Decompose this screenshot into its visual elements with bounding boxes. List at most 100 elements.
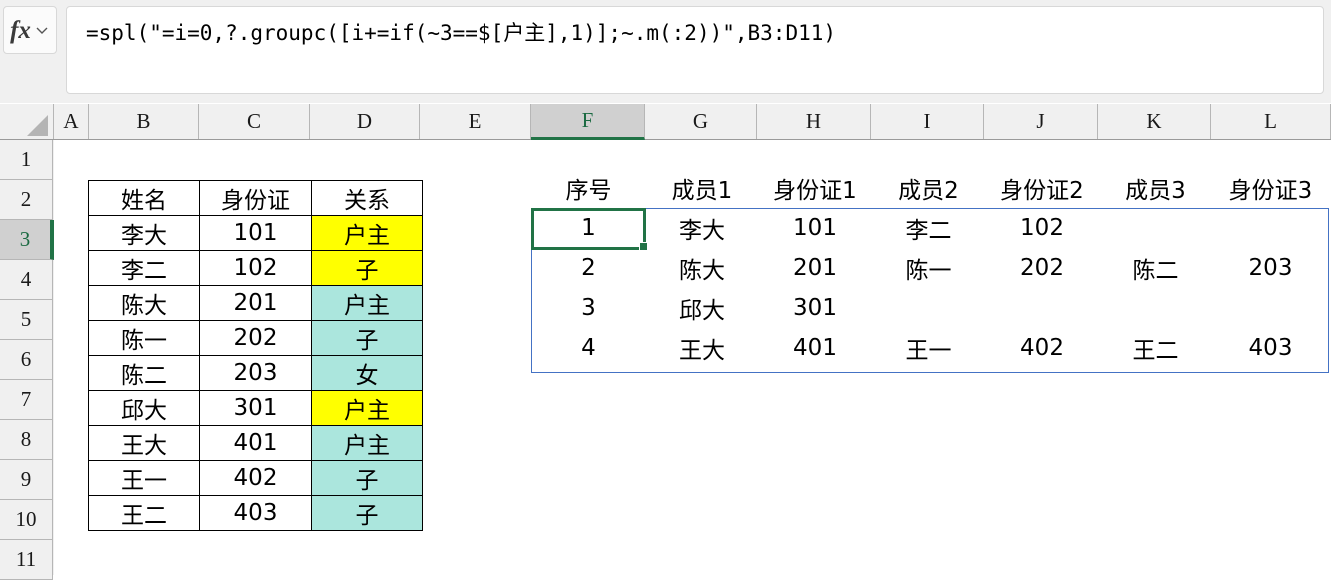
row-header-5[interactable]: 5 xyxy=(0,300,53,340)
result-header-m2[interactable]: 成员2 xyxy=(898,178,959,204)
result-cell-id2[interactable]: 202 xyxy=(1020,255,1064,281)
row-header-3[interactable]: 3 xyxy=(0,220,54,260)
result-header-id3[interactable]: 身份证3 xyxy=(1228,178,1313,204)
row-header-6[interactable]: 6 xyxy=(0,340,53,380)
result-cell-id1[interactable]: 101 xyxy=(793,215,837,241)
row-header-11[interactable]: 11 xyxy=(0,540,53,580)
source-cell-id[interactable]: 202 xyxy=(199,320,312,356)
result-table: 序号 成员1 身份证1 成员2 身份证2 成员3 身份证3 1 李大 101 李… xyxy=(531,168,1329,368)
row-header-10[interactable]: 10 xyxy=(0,500,53,540)
source-cell-relation[interactable]: 户主 xyxy=(311,390,423,426)
result-cell-seq[interactable]: 2 xyxy=(581,255,596,281)
source-cell-id[interactable]: 101 xyxy=(199,215,312,251)
source-cell-relation[interactable]: 户主 xyxy=(311,425,423,461)
result-header-id1[interactable]: 身份证1 xyxy=(773,178,857,204)
result-cell-m3[interactable]: 王二 xyxy=(1132,338,1179,364)
result-header-m3[interactable]: 成员3 xyxy=(1125,178,1186,204)
source-cell-name[interactable]: 陈大 xyxy=(88,285,200,321)
result-cell-id3[interactable]: 203 xyxy=(1248,255,1293,281)
row-header-4[interactable]: 4 xyxy=(0,260,53,300)
formula-input[interactable]: =spl("=i=0,?.groupc([i+=if(~3==$[户主],1)]… xyxy=(66,6,1324,94)
source-cell-id[interactable]: 201 xyxy=(199,285,312,321)
chevron-down-icon[interactable] xyxy=(34,22,50,38)
result-cell-id1[interactable]: 401 xyxy=(793,335,837,361)
column-header-J[interactable]: J xyxy=(984,104,1098,139)
source-cell-relation[interactable]: 子 xyxy=(311,495,423,531)
source-cell-id[interactable]: 301 xyxy=(199,390,312,426)
column-header-E[interactable]: E xyxy=(420,104,531,139)
column-header-A[interactable]: A xyxy=(54,104,89,139)
insert-function-button[interactable]: fx xyxy=(3,6,57,54)
result-cell-m1[interactable]: 王大 xyxy=(679,338,725,364)
table-row: 王大 401 户主 xyxy=(88,425,423,461)
row-header-1[interactable]: 1 xyxy=(0,140,53,180)
result-cell-m2[interactable]: 李二 xyxy=(905,218,952,244)
source-cell-id[interactable]: 203 xyxy=(199,355,312,391)
column-header-B[interactable]: B xyxy=(89,104,199,139)
column-header-F[interactable]: F xyxy=(531,104,645,140)
result-cell-m1[interactable]: 李大 xyxy=(679,218,725,244)
row-header-2[interactable]: 2 xyxy=(0,180,53,220)
source-cell-name[interactable]: 陈二 xyxy=(88,355,200,391)
result-header-id2[interactable]: 身份证2 xyxy=(1000,178,1084,204)
result-cell-m3[interactable]: 陈二 xyxy=(1132,258,1179,284)
source-header-name[interactable]: 姓名 xyxy=(88,180,200,216)
result-cell-id3[interactable]: 403 xyxy=(1248,335,1293,361)
fill-handle[interactable] xyxy=(639,242,648,251)
column-header-K[interactable]: K xyxy=(1098,104,1211,139)
result-cell-id3[interactable] xyxy=(1212,208,1329,248)
source-header-relation[interactable]: 关系 xyxy=(311,180,423,216)
source-cell-id[interactable]: 403 xyxy=(199,495,312,531)
table-row: 邱大 301 户主 xyxy=(88,390,423,426)
column-header-D[interactable]: D xyxy=(310,104,420,139)
result-cell-m2[interactable]: 陈一 xyxy=(905,258,952,284)
column-header-H[interactable]: H xyxy=(757,104,871,139)
result-cell-seq[interactable]: 4 xyxy=(581,335,596,361)
table-row: 1 李大 101 李二 102 xyxy=(531,208,1329,248)
result-cell-m2[interactable]: 王一 xyxy=(905,338,952,364)
table-row: 3 邱大 301 xyxy=(531,288,1329,328)
source-cell-relation[interactable]: 女 xyxy=(311,355,423,391)
column-header-I[interactable]: I xyxy=(871,104,984,139)
source-header-id[interactable]: 身份证 xyxy=(199,180,312,216)
source-cell-name[interactable]: 王二 xyxy=(88,495,200,531)
result-cell-id2[interactable] xyxy=(985,288,1099,328)
source-cell-relation[interactable]: 子 xyxy=(311,320,423,356)
source-cell-relation[interactable]: 户主 xyxy=(311,285,423,321)
column-header-L[interactable]: L xyxy=(1211,104,1331,139)
result-cell-id2[interactable]: 402 xyxy=(1020,335,1064,361)
row-header-9[interactable]: 9 xyxy=(0,460,53,500)
result-cell-m2[interactable] xyxy=(872,288,985,328)
select-all-corner[interactable] xyxy=(0,104,54,139)
result-cell-m3[interactable] xyxy=(1099,208,1212,248)
source-cell-name[interactable]: 邱大 xyxy=(88,390,200,426)
source-cell-name[interactable]: 王一 xyxy=(88,460,200,496)
source-cell-id[interactable]: 401 xyxy=(199,425,312,461)
result-cell-id2[interactable]: 102 xyxy=(1020,215,1064,241)
result-cell-m1[interactable]: 邱大 xyxy=(679,298,725,324)
source-cell-relation[interactable]: 户主 xyxy=(311,215,423,251)
result-cell-m1[interactable]: 陈大 xyxy=(679,258,725,284)
result-cell-seq[interactable]: 3 xyxy=(581,295,596,321)
source-cell-name[interactable]: 李大 xyxy=(88,215,200,251)
result-cell-m3[interactable] xyxy=(1099,288,1212,328)
column-header-G[interactable]: G xyxy=(645,104,757,139)
result-cell-id3[interactable] xyxy=(1212,288,1329,328)
column-header-C[interactable]: C xyxy=(199,104,310,139)
source-cell-name[interactable]: 陈一 xyxy=(88,320,200,356)
source-cell-relation[interactable]: 子 xyxy=(311,460,423,496)
source-cell-name[interactable]: 李二 xyxy=(88,250,200,286)
spill-range-border xyxy=(531,208,1329,373)
row-header-8[interactable]: 8 xyxy=(0,420,53,460)
column-header-strip: A B C D E F G H I J K L xyxy=(0,104,1331,140)
row-header-7[interactable]: 7 xyxy=(0,380,53,420)
result-header-m1[interactable]: 成员1 xyxy=(671,178,733,204)
result-cell-seq[interactable]: 1 xyxy=(581,215,596,241)
source-cell-id[interactable]: 102 xyxy=(199,250,312,286)
source-cell-relation[interactable]: 子 xyxy=(311,250,423,286)
source-cell-name[interactable]: 王大 xyxy=(88,425,200,461)
result-header-seq[interactable]: 序号 xyxy=(565,178,612,204)
result-cell-id1[interactable]: 201 xyxy=(793,255,837,281)
result-cell-id1[interactable]: 301 xyxy=(793,295,837,321)
source-cell-id[interactable]: 402 xyxy=(199,460,312,496)
